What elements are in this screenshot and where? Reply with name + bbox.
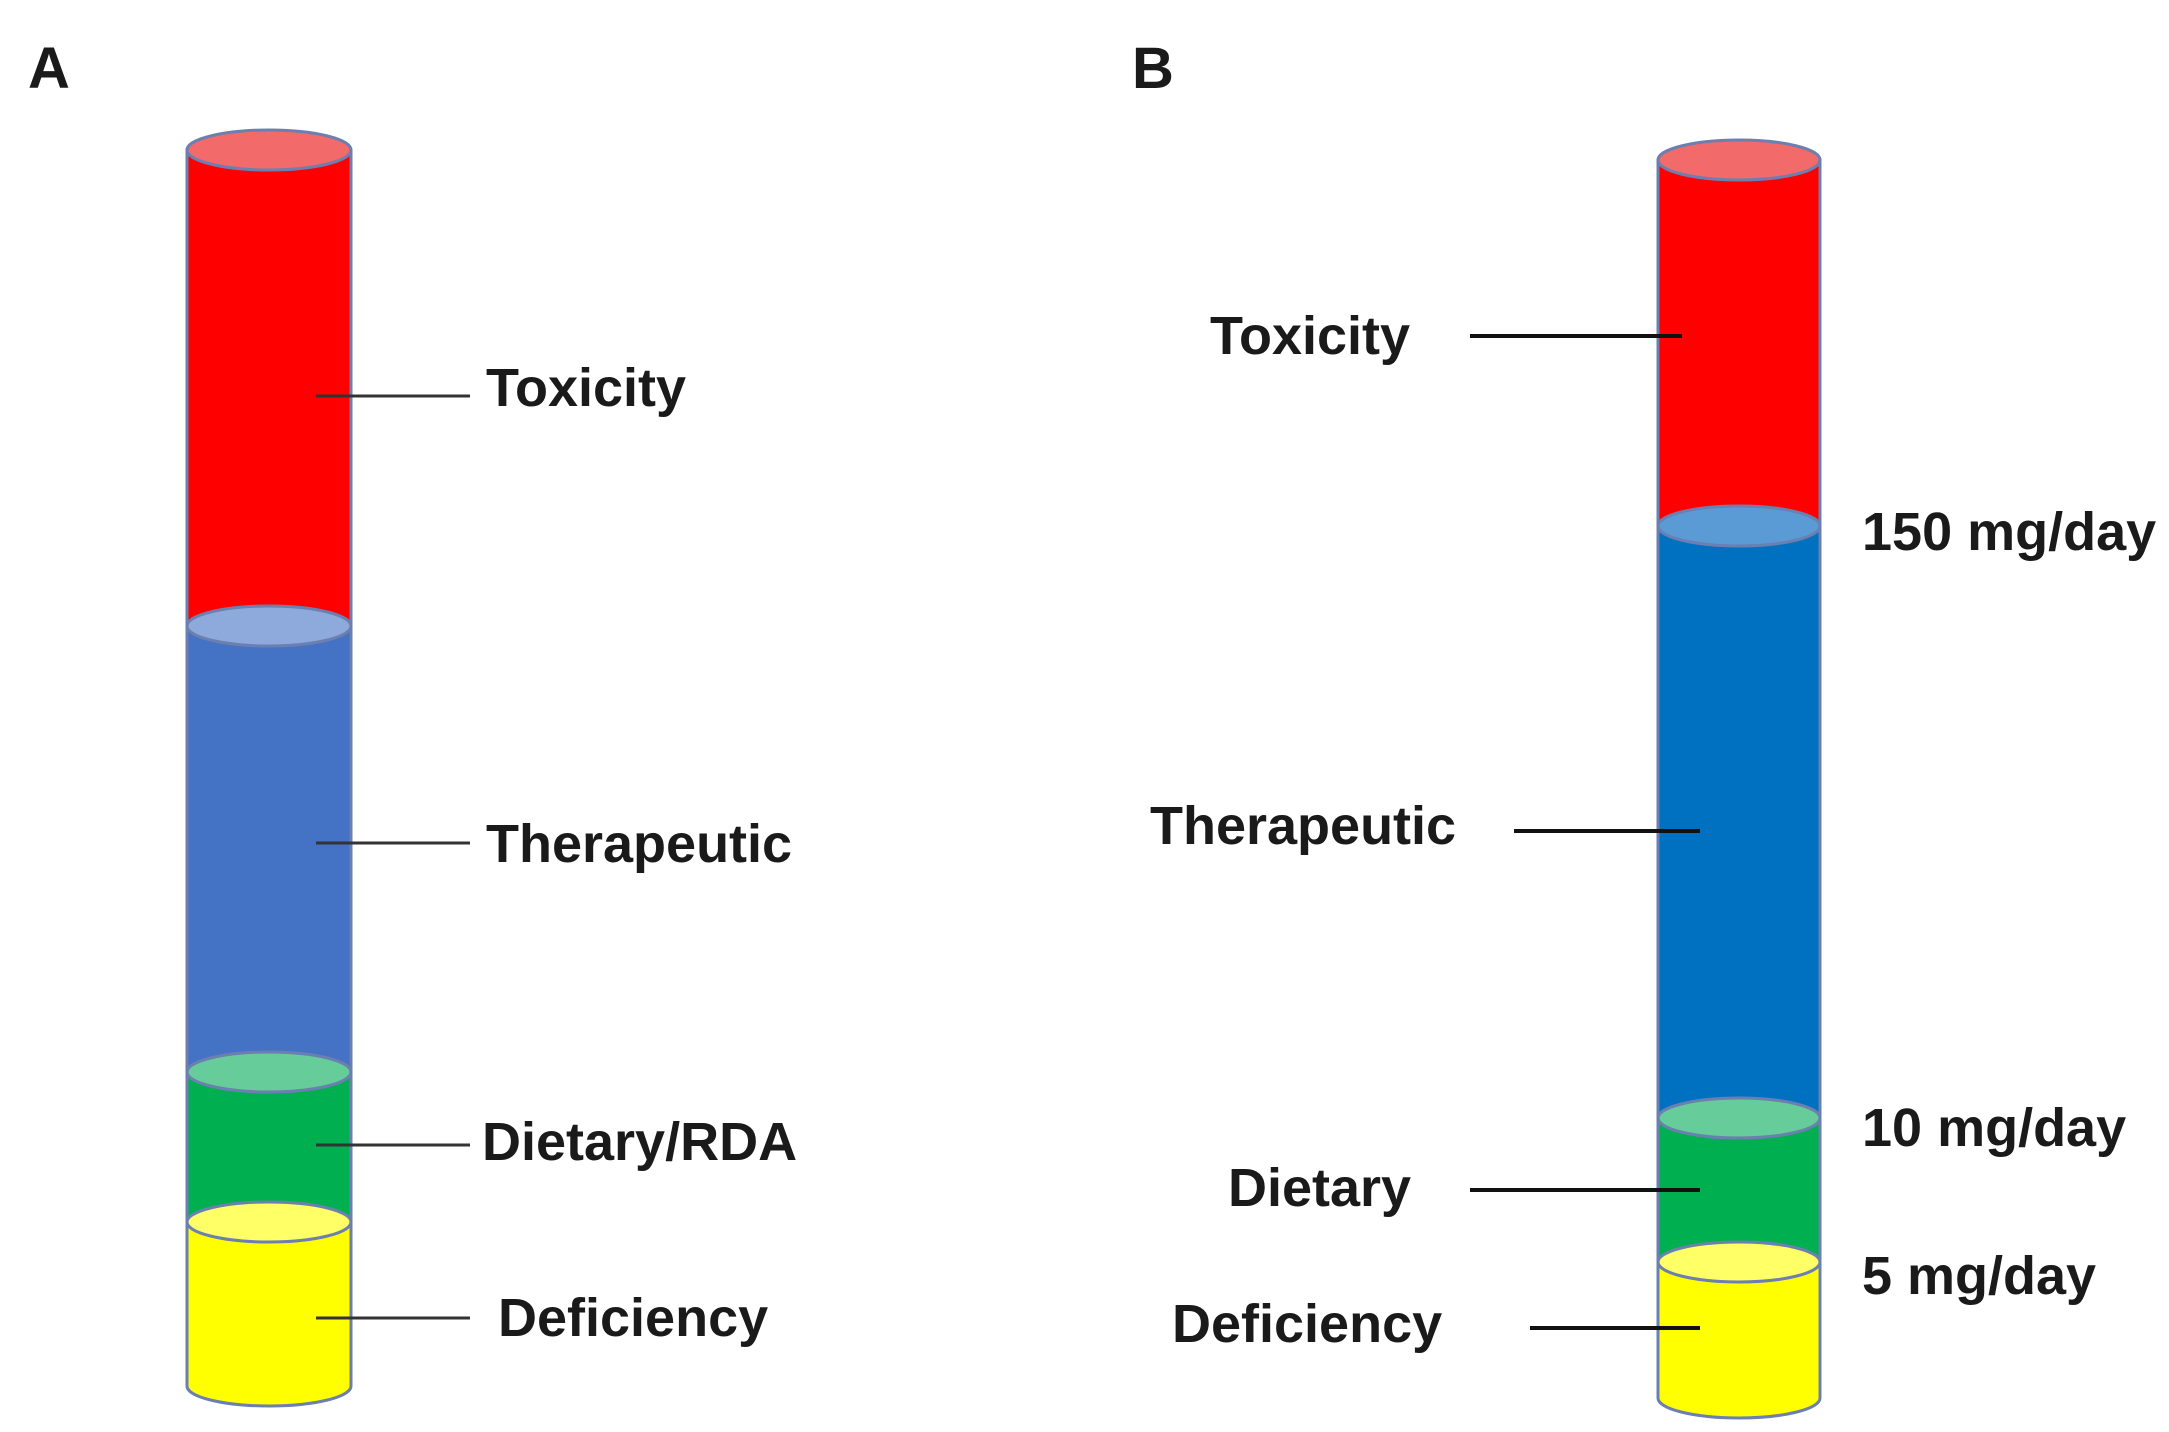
panel-b: B Toxicity Therapeutic Dietary Deficienc… [1132, 36, 2156, 1420]
panel-a-dietary-cap [185, 1050, 353, 1094]
panel-b-letter: B [1132, 36, 1174, 101]
panel-b-deficiency-segment [1656, 1260, 1822, 1420]
panel-b-threshold-150: 150 mg/day [1862, 502, 2156, 562]
panel-a-deficiency-label: Deficiency [498, 1288, 768, 1348]
panel-a-toxicity-label: Toxicity [486, 358, 686, 418]
panel-a-deficiency-segment [185, 1220, 353, 1408]
panel-b-toxicity-label: Toxicity [1210, 306, 1410, 366]
panel-a-top-cap [185, 128, 353, 172]
panel-a-therapeutic-segment [185, 624, 353, 1074]
panel-b-therapeutic-label: Therapeutic [1150, 796, 1456, 856]
panel-b-threshold-5: 5 mg/day [1862, 1246, 2096, 1306]
panel-a-toxicity-segment [185, 148, 353, 628]
panel-b-top-cap [1656, 138, 1822, 182]
panel-a-dietary-label: Dietary/RDA [482, 1112, 797, 1172]
panel-a-letter: A [28, 36, 70, 101]
panel-b-dietary-label: Dietary [1228, 1158, 1411, 1218]
panel-a: A Toxicity Therapeutic Dietary/RDA Defic… [28, 36, 797, 1408]
panel-b-deficiency-label: Deficiency [1172, 1294, 1442, 1354]
panel-b-therapeutic-cap [1656, 504, 1822, 548]
panel-a-deficiency-cap [185, 1200, 353, 1244]
panel-a-therapeutic-cap [185, 604, 353, 648]
panel-b-therapeutic-segment [1656, 524, 1822, 1120]
panel-a-dietary-segment [185, 1070, 353, 1224]
panel-b-toxicity-segment [1656, 158, 1822, 528]
panel-b-dietary-cap [1656, 1096, 1822, 1140]
panel-b-deficiency-cap [1656, 1240, 1822, 1284]
panel-a-therapeutic-label: Therapeutic [486, 814, 792, 874]
panel-b-threshold-10: 10 mg/day [1862, 1098, 2126, 1158]
